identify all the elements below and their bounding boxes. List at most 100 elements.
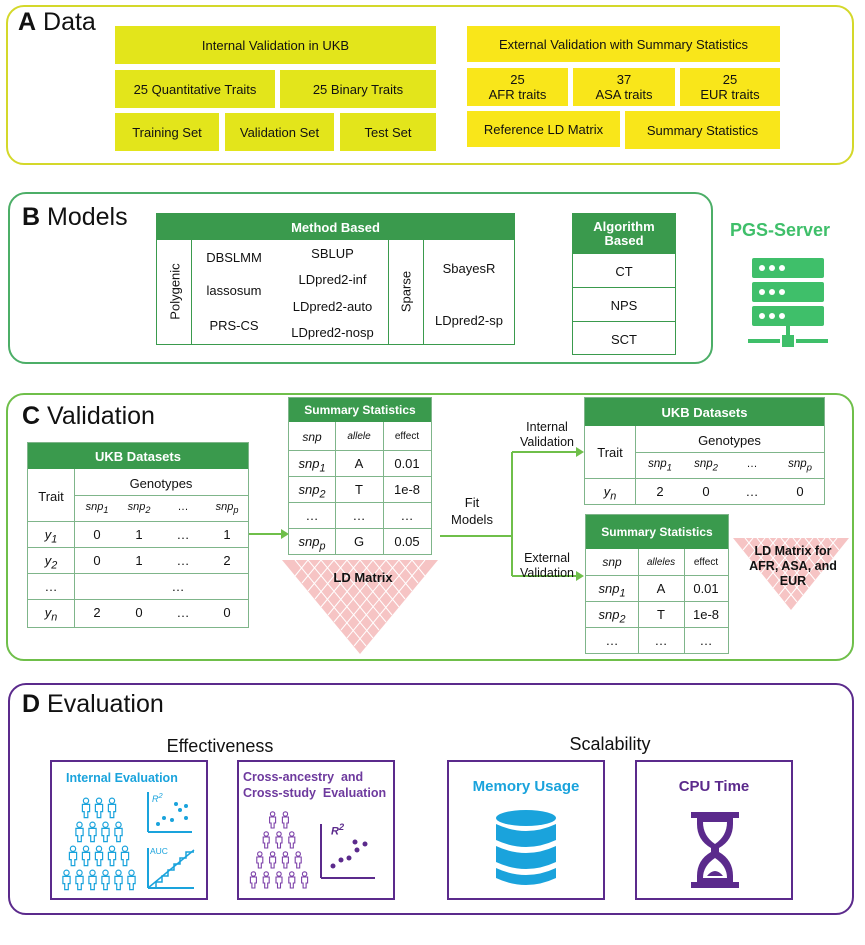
memory-usage-title: Memory Usage	[472, 778, 580, 795]
ss2-hline-1	[586, 575, 728, 576]
hourglass-icon	[691, 812, 739, 888]
ukb-cell: 2	[93, 605, 101, 620]
arrow-ukb-to-ss	[249, 529, 289, 539]
ss2-cell: 1e-8	[692, 607, 720, 622]
ss-cell: …	[400, 508, 414, 523]
ukb-cell: 1	[135, 527, 143, 542]
reference-ld-matrix-box: Reference LD Matrix	[467, 111, 620, 147]
r2-label-purple: R2	[331, 822, 345, 838]
panel-d-evaluation	[8, 683, 854, 915]
internal-evaluation-box: Internal Evaluation R2 AUC	[50, 760, 208, 900]
trait-header-2: Trait	[597, 445, 623, 460]
sparse-label: Sparse	[398, 270, 414, 313]
ss2-cell: T	[657, 607, 665, 622]
ukb2-cell: 0	[702, 484, 710, 499]
scalability-label: Scalability	[569, 734, 651, 754]
summary-stats-header-2: Summary Statistics	[586, 515, 728, 549]
method-ldpred2-auto: LDpred2-auto	[292, 299, 373, 314]
ukb-cell: 0	[93, 553, 101, 568]
col-snp2: snp2	[127, 501, 151, 516]
ss-row-snpp: snpp	[298, 534, 326, 553]
ukb-cell: …	[176, 605, 190, 620]
col-dots: …	[177, 501, 189, 513]
algorithm-sct: SCT	[611, 332, 637, 347]
ukb2-col-dots: …	[746, 458, 758, 470]
algorithm-based-header: Algorithm Based	[573, 214, 675, 254]
binary-traits-box: 25 Binary Traits	[280, 70, 436, 108]
test-set-box: Test Set	[340, 113, 436, 151]
ld-matrix-triangle	[282, 560, 438, 654]
method-prscs: PRS-CS	[209, 318, 259, 333]
sparse-divider-right	[423, 240, 424, 344]
auc-label: AUC	[150, 846, 168, 856]
ss2-hline-3	[586, 627, 728, 628]
summary-stats-table: Summary Statistics snp allele effect snp…	[288, 397, 432, 555]
ukb2-cell: 2	[656, 484, 664, 499]
ss2-row-snp2: snp2	[598, 607, 626, 626]
ss-cell: T	[355, 482, 363, 497]
ss2-cell: …	[654, 633, 668, 648]
panel-a-data	[6, 5, 854, 165]
algorithm-divider-2	[573, 321, 675, 322]
ss-hline-4	[289, 528, 431, 529]
method-based-header: Method Based	[157, 214, 514, 240]
server-icon	[748, 258, 828, 347]
polygenic-label: Polygenic	[167, 263, 183, 320]
summary-stats-header: Summary Statistics	[289, 398, 431, 422]
fit-models-label: Fit Models	[451, 495, 493, 527]
summary-stats-table-2: Summary Statistics snp alleles effect sn…	[585, 514, 729, 654]
row-y2-label: y2	[44, 553, 58, 572]
internal-evaluation-title: Internal Evaluation	[66, 771, 178, 785]
cross-evaluation-box: Cross-ancestry and Cross-study Evaluatio…	[237, 760, 395, 900]
algorithm-nps: NPS	[610, 298, 638, 313]
effectiveness-label: Effectiveness	[166, 736, 274, 756]
method-ldpred2-sp: LDpred2-sp	[435, 313, 503, 328]
ss-vline-2	[383, 422, 384, 554]
algorithm-based-table: Algorithm Based CT NPS SCT	[572, 213, 676, 355]
ukb-vline	[74, 469, 75, 627]
ss2-cell: …	[699, 633, 713, 648]
ss-cell: …	[352, 508, 366, 523]
ss2-row-dots: …	[605, 633, 619, 648]
ss2-row-snp1: snp1	[598, 581, 626, 600]
ss-row-snp2: snp2	[298, 482, 326, 501]
row-yn-label: yn	[44, 605, 58, 624]
ss-cell: 1e-8	[393, 482, 421, 497]
ukb-cell: 1	[135, 553, 143, 568]
external-validation-label: External Validation	[520, 551, 574, 580]
method-sbayesr: SbayesR	[442, 261, 496, 276]
algorithm-divider-1	[573, 287, 675, 288]
validation-set-box: Validation Set	[225, 113, 334, 151]
col-snpp: snpp	[215, 501, 239, 516]
ukb2-row-yn: yn	[603, 484, 617, 503]
panel-a-title: A Data	[18, 8, 96, 36]
ss-cell: A	[354, 456, 364, 471]
trait-header: Trait	[38, 489, 64, 504]
r2-scatter-icon-purple	[320, 824, 375, 879]
ss-hline-2	[289, 476, 431, 477]
ss-cell: G	[353, 534, 365, 549]
ss-row-snp1: snp1	[298, 456, 326, 475]
internal-validation-box: Internal Validation in UKB	[115, 26, 436, 64]
ss2-cell: 0.01	[693, 581, 719, 596]
ss-col-allele: allele	[347, 431, 371, 442]
method-based-table: Method Based Polygenic Sparse DBSLMM las…	[156, 213, 515, 345]
ukb-hline-2	[28, 547, 248, 548]
ss-row-dots: …	[305, 508, 319, 523]
genotypes-header-2: Genotypes	[698, 433, 761, 448]
cross-evaluation-title: Cross-ancestry and Cross-study Evaluatio…	[243, 770, 387, 800]
quantitative-traits-box: 25 Quantitative Traits	[115, 70, 275, 108]
summary-statistics-box: Summary Statistics	[625, 111, 780, 149]
panel-c-validation	[6, 393, 854, 661]
ukb-cell: …	[176, 527, 190, 542]
r2-label: R2	[152, 791, 163, 804]
external-validation-box: External Validation with Summary Statist…	[467, 26, 780, 62]
row-dots-label: …	[44, 579, 58, 594]
method-dbslmm: DBSLMM	[206, 250, 262, 265]
ukb-datasets-header: UKB Datasets	[28, 443, 248, 469]
ss-col-effect: effect	[394, 431, 420, 442]
panel-b-title: B Models	[22, 203, 128, 231]
ss-col-snp: snp	[302, 430, 322, 444]
auc-curve-icon	[147, 848, 195, 889]
